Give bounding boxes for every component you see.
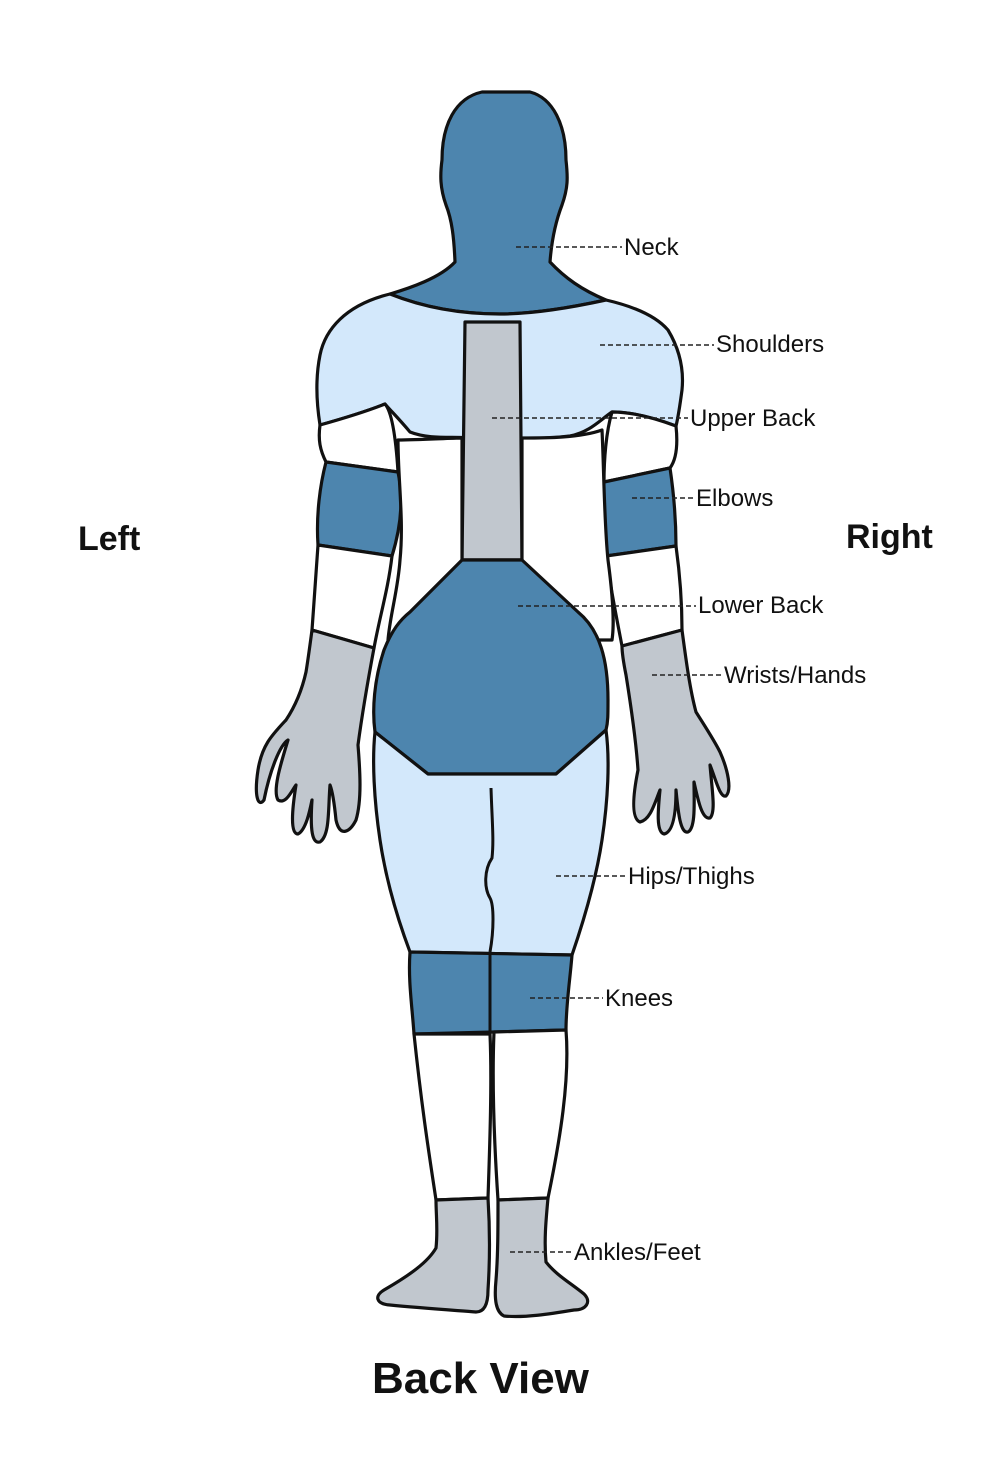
right-forearm: [604, 544, 684, 648]
label-knees: Knees: [605, 985, 673, 1012]
label-lower-back: Lower Back: [698, 592, 824, 619]
label-upper-back: Upper Back: [690, 405, 816, 432]
region-ankle-foot-left[interactable]: [376, 1196, 492, 1314]
region-upper-back[interactable]: [460, 320, 524, 562]
region-elbow-left[interactable]: [315, 460, 403, 558]
left-shin: [412, 1032, 493, 1202]
label-hips-thighs: Hips/Thighs: [628, 863, 755, 890]
region-neck[interactable]: [388, 90, 608, 316]
label-wrists-hands: Wrists/Hands: [724, 662, 866, 689]
region-wrist-hand-left[interactable]: [254, 628, 376, 844]
region-ankle-foot-right[interactable]: [493, 1196, 590, 1319]
view-title: Back View: [372, 1354, 589, 1403]
right-side-label: Right: [846, 518, 933, 556]
label-shoulders: Shoulders: [716, 331, 824, 358]
label-ankles-feet: Ankles/Feet: [574, 1239, 701, 1266]
label-neck: Neck: [624, 234, 680, 261]
leg-divider: [484, 787, 495, 953]
right-shin: [491, 1028, 569, 1202]
left-arm-upper: [317, 402, 400, 474]
label-elbows: Elbows: [696, 485, 773, 512]
left-side-label: Left: [78, 520, 141, 558]
right-arm-upper: [602, 410, 679, 484]
region-elbow-right[interactable]: [601, 466, 678, 558]
region-wrist-hand-right[interactable]: [620, 628, 731, 836]
